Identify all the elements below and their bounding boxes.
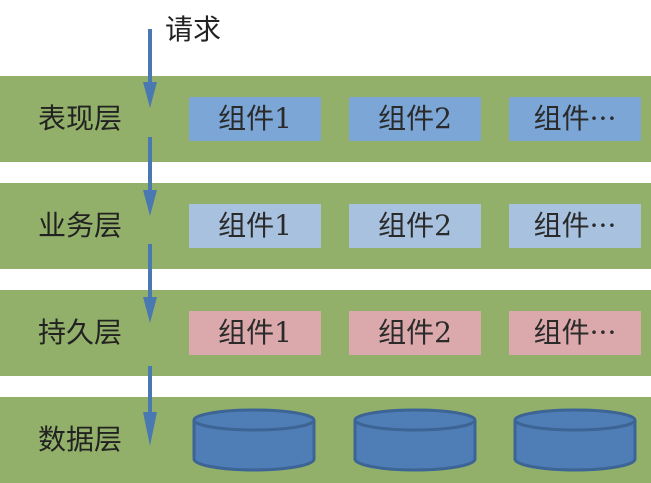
persistence-layer: 持久层 组件1 组件2 组件··· bbox=[0, 290, 651, 376]
component-box[interactable]: 组件2 bbox=[349, 97, 481, 141]
layer-label: 表现层 bbox=[38, 102, 123, 135]
business-layer: 业务层 组件1 组件2 组件··· bbox=[0, 183, 651, 269]
component-box[interactable]: 组件2 bbox=[349, 204, 481, 248]
component-box[interactable]: 组件2 bbox=[349, 311, 481, 355]
database-icon[interactable] bbox=[352, 407, 478, 473]
layer-label: 数据层 bbox=[38, 423, 123, 456]
arrow-down-icon bbox=[143, 29, 157, 108]
component-box[interactable]: 组件··· bbox=[509, 97, 641, 141]
data-layer: 数据层 bbox=[0, 397, 651, 483]
layer-label: 业务层 bbox=[38, 209, 123, 242]
component-box[interactable]: 组件1 bbox=[189, 204, 321, 248]
arrow-down-icon bbox=[143, 137, 157, 216]
presentation-layer: 表现层 组件1 组件2 组件··· bbox=[0, 76, 651, 162]
component-box[interactable]: 组件1 bbox=[189, 311, 321, 355]
layer-label: 持久层 bbox=[38, 316, 123, 349]
arrow-down-icon bbox=[143, 244, 157, 323]
database-icon[interactable] bbox=[191, 407, 317, 473]
request-label: 请求 bbox=[165, 13, 222, 46]
component-box[interactable]: 组件··· bbox=[509, 204, 641, 248]
arrow-down-icon bbox=[143, 366, 157, 446]
database-icon[interactable] bbox=[512, 407, 638, 473]
component-box[interactable]: 组件1 bbox=[189, 97, 321, 141]
component-box[interactable]: 组件··· bbox=[509, 311, 641, 355]
